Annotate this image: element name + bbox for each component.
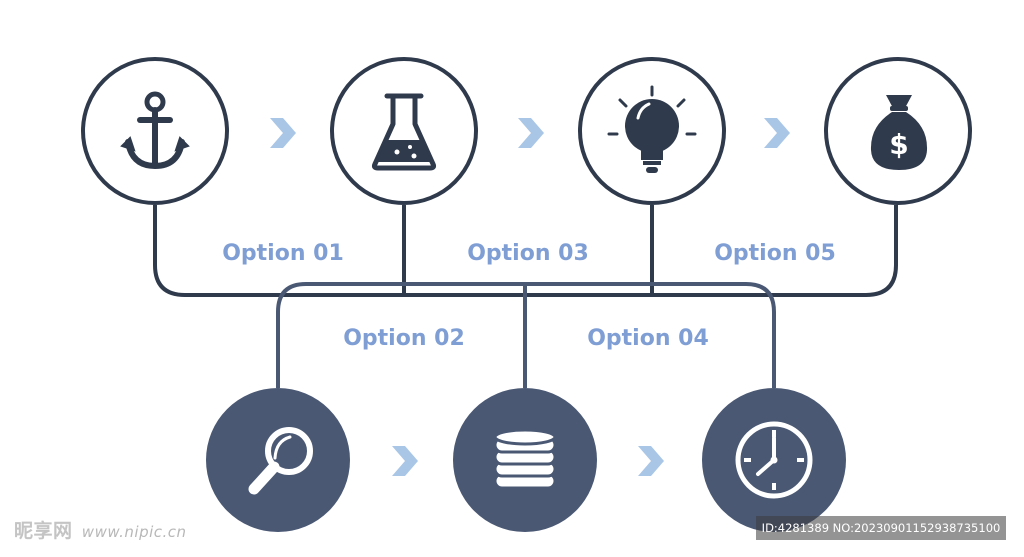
coin-stack-icon <box>493 428 557 490</box>
option-label-05: Option 05 <box>714 241 836 266</box>
watermark-site: 昵享网 www.nipic.cn <box>14 516 187 543</box>
bottom-connectors <box>276 282 776 388</box>
anchor-icon <box>120 91 190 170</box>
option-label-02: Option 02 <box>343 326 465 351</box>
top-node-2 <box>330 57 478 205</box>
bottom-arrows <box>392 446 664 476</box>
arrow-right-icon <box>638 446 664 476</box>
top-node-3 <box>578 57 726 205</box>
top-node-1 <box>81 57 229 205</box>
watermark-site-name: 昵享网 <box>14 520 73 542</box>
dollar-glyph: $ <box>889 128 908 161</box>
arrow-right-icon <box>764 118 790 148</box>
clock-icon <box>735 421 813 499</box>
option-label-01: Option 01 <box>222 241 344 266</box>
lightbulb-icon <box>607 85 697 173</box>
option-label-03: Option 03 <box>467 241 589 266</box>
watermark-id: ID:4281389 NO:20230901152938735100 <box>756 516 1006 540</box>
top-node-4: $ <box>824 57 972 205</box>
magnifier-icon <box>248 427 313 495</box>
flask-icon <box>371 93 437 171</box>
bottom-node-3 <box>702 388 846 532</box>
arrow-right-icon <box>392 446 418 476</box>
arrow-right-icon <box>270 118 296 148</box>
top-arrows <box>270 118 790 148</box>
watermark-url: www.nipic.cn <box>81 523 187 541</box>
money-bag-icon: $ <box>870 95 928 170</box>
bottom-node-1 <box>206 388 350 532</box>
arrow-right-icon <box>518 118 544 148</box>
option-label-04: Option 04 <box>587 326 709 351</box>
bottom-node-2 <box>453 388 597 532</box>
